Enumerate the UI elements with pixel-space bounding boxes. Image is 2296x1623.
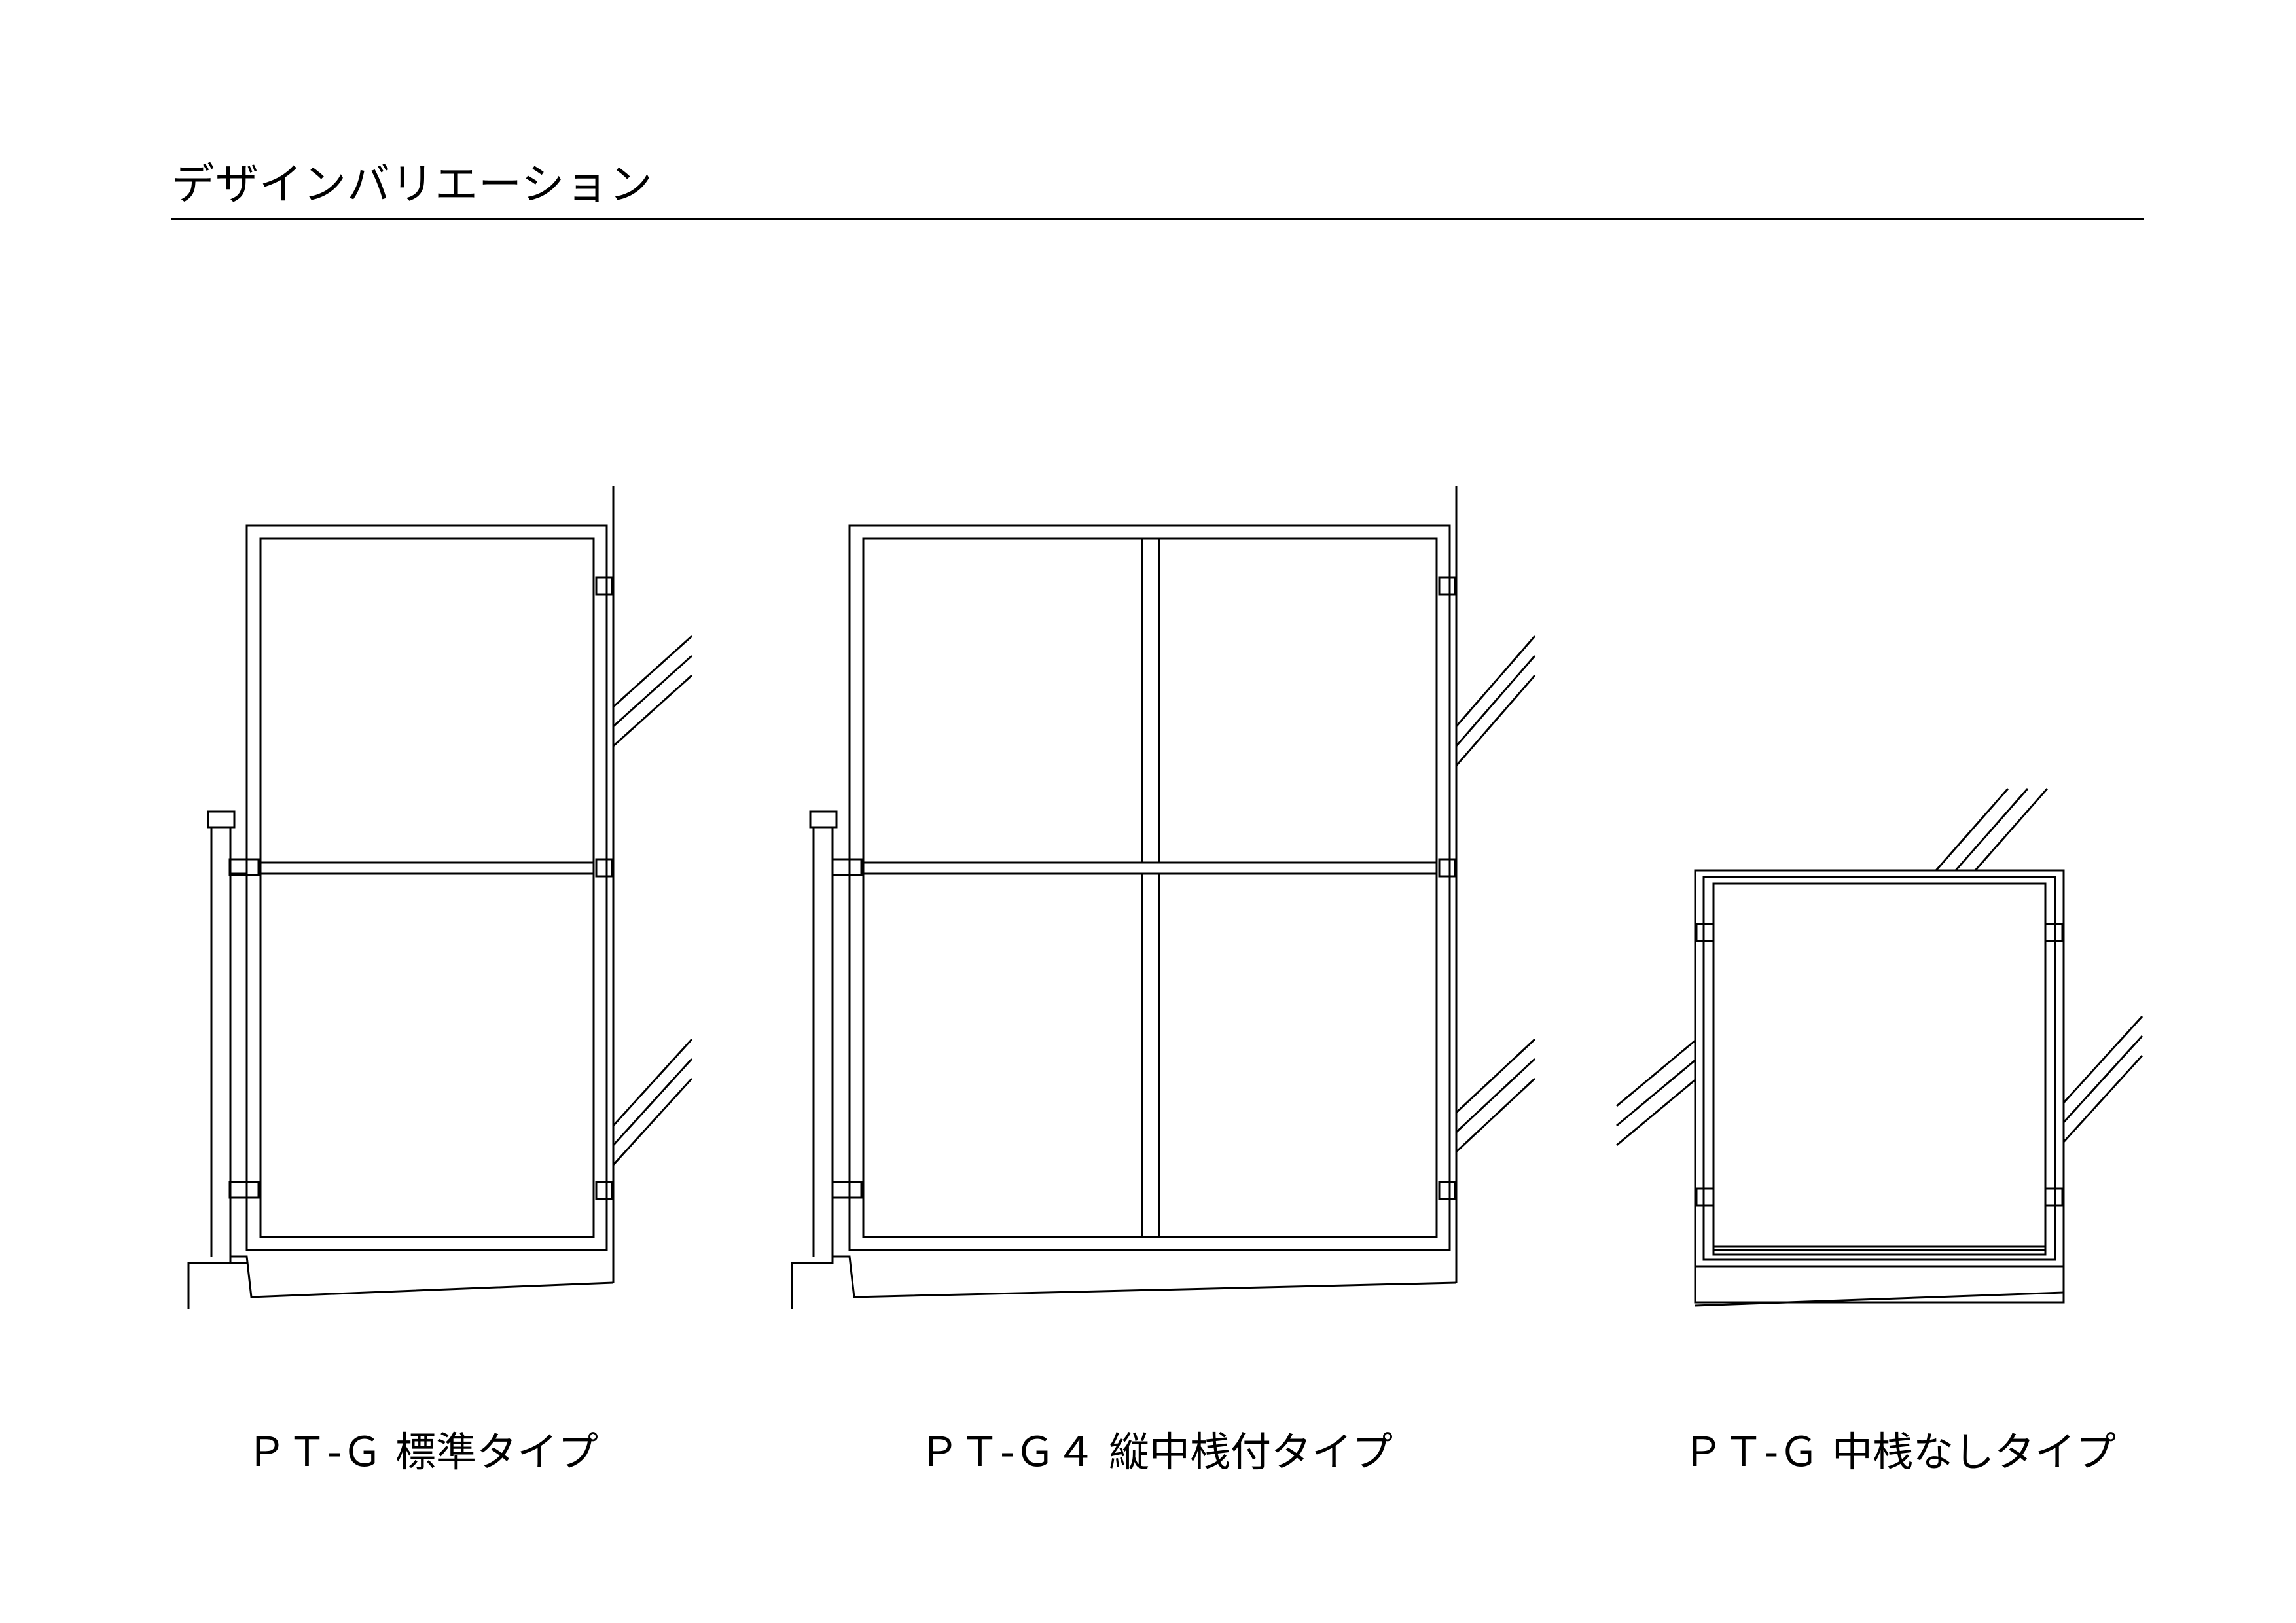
page-title: デザインバリエーション <box>171 159 653 209</box>
variant-caption-standard: ＰＴ-Ｇ 標準タイプ <box>245 1428 599 1476</box>
panel-no-rail-type-drawing <box>1616 788 2144 1307</box>
title-divider <box>171 218 2144 220</box>
variant-caption-vertical-rail: ＰＴ-Ｇ４ 縦中桟付タイプ <box>918 1428 1393 1476</box>
panel-standard-type-drawing <box>187 486 693 1309</box>
panel-vertical-rail-type-drawing <box>791 486 1536 1309</box>
variant-caption-no-rail: ＰＴ-Ｇ 中桟なしタイプ <box>1682 1428 2117 1476</box>
